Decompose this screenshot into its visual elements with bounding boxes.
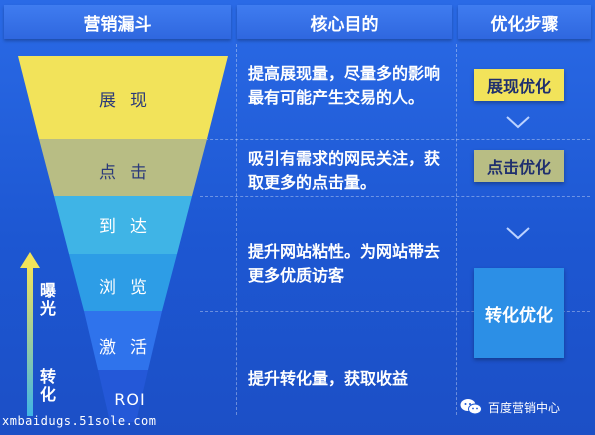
row-divider: [190, 139, 590, 140]
header-steps: 优化步骤: [458, 5, 591, 39]
chevron-down-icon: [506, 116, 530, 129]
purpose-conversion: 提升转化量，获取收益: [248, 369, 409, 388]
step-exposure-optimization: 展现优化: [474, 69, 564, 101]
funnel-stage-2: [39, 139, 207, 196]
row-divider: [200, 311, 590, 312]
chevron-down-icon: [506, 227, 530, 240]
step-click-optimization: 点击优化: [474, 150, 564, 182]
column-divider: [456, 44, 457, 415]
brand-name: 百度营销中心: [488, 400, 561, 415]
axis-label-conversion: 转化: [39, 367, 56, 404]
axis-arrow-shaft: [27, 266, 33, 416]
funnel-label-5: 激活: [99, 338, 161, 358]
column-divider: [236, 44, 237, 415]
purpose-click: 吸引有需求的网民关注，获取更多的点击量。: [248, 149, 441, 192]
wechat-icon: [460, 399, 482, 415]
brand-mark: 百度营销中心: [460, 398, 560, 416]
header-purpose: 核心目的: [237, 5, 452, 39]
funnel-label-1: 展现: [99, 91, 161, 111]
purpose-exposure: 提高展现量，尽量多的影响最有可能产生交易的人。: [248, 64, 441, 107]
funnel-label-6: ROI: [114, 390, 146, 409]
funnel-label-3: 到达: [99, 217, 161, 237]
funnel-stage-5: [84, 311, 162, 370]
step-conversion-optimization: 转化优化: [474, 268, 564, 358]
funnel-stage-6: [98, 370, 148, 422]
purpose-visit: 提升网站粘性。为网站带去更多优质访客: [248, 242, 441, 285]
funnel-stage-1: [18, 56, 228, 139]
watermark-url: xmbaidugs.51sole.com: [2, 414, 157, 428]
header-funnel: 营销漏斗: [4, 5, 231, 39]
funnel-label-2: 点击: [99, 163, 161, 183]
funnel-stage-3: [54, 196, 192, 254]
funnel-stage-4: [69, 254, 177, 311]
axis-label-exposure: 曝光: [39, 281, 56, 318]
axis-arrow-head: [20, 252, 40, 268]
funnel-label-4: 浏览: [99, 278, 161, 298]
row-divider: [200, 196, 590, 197]
